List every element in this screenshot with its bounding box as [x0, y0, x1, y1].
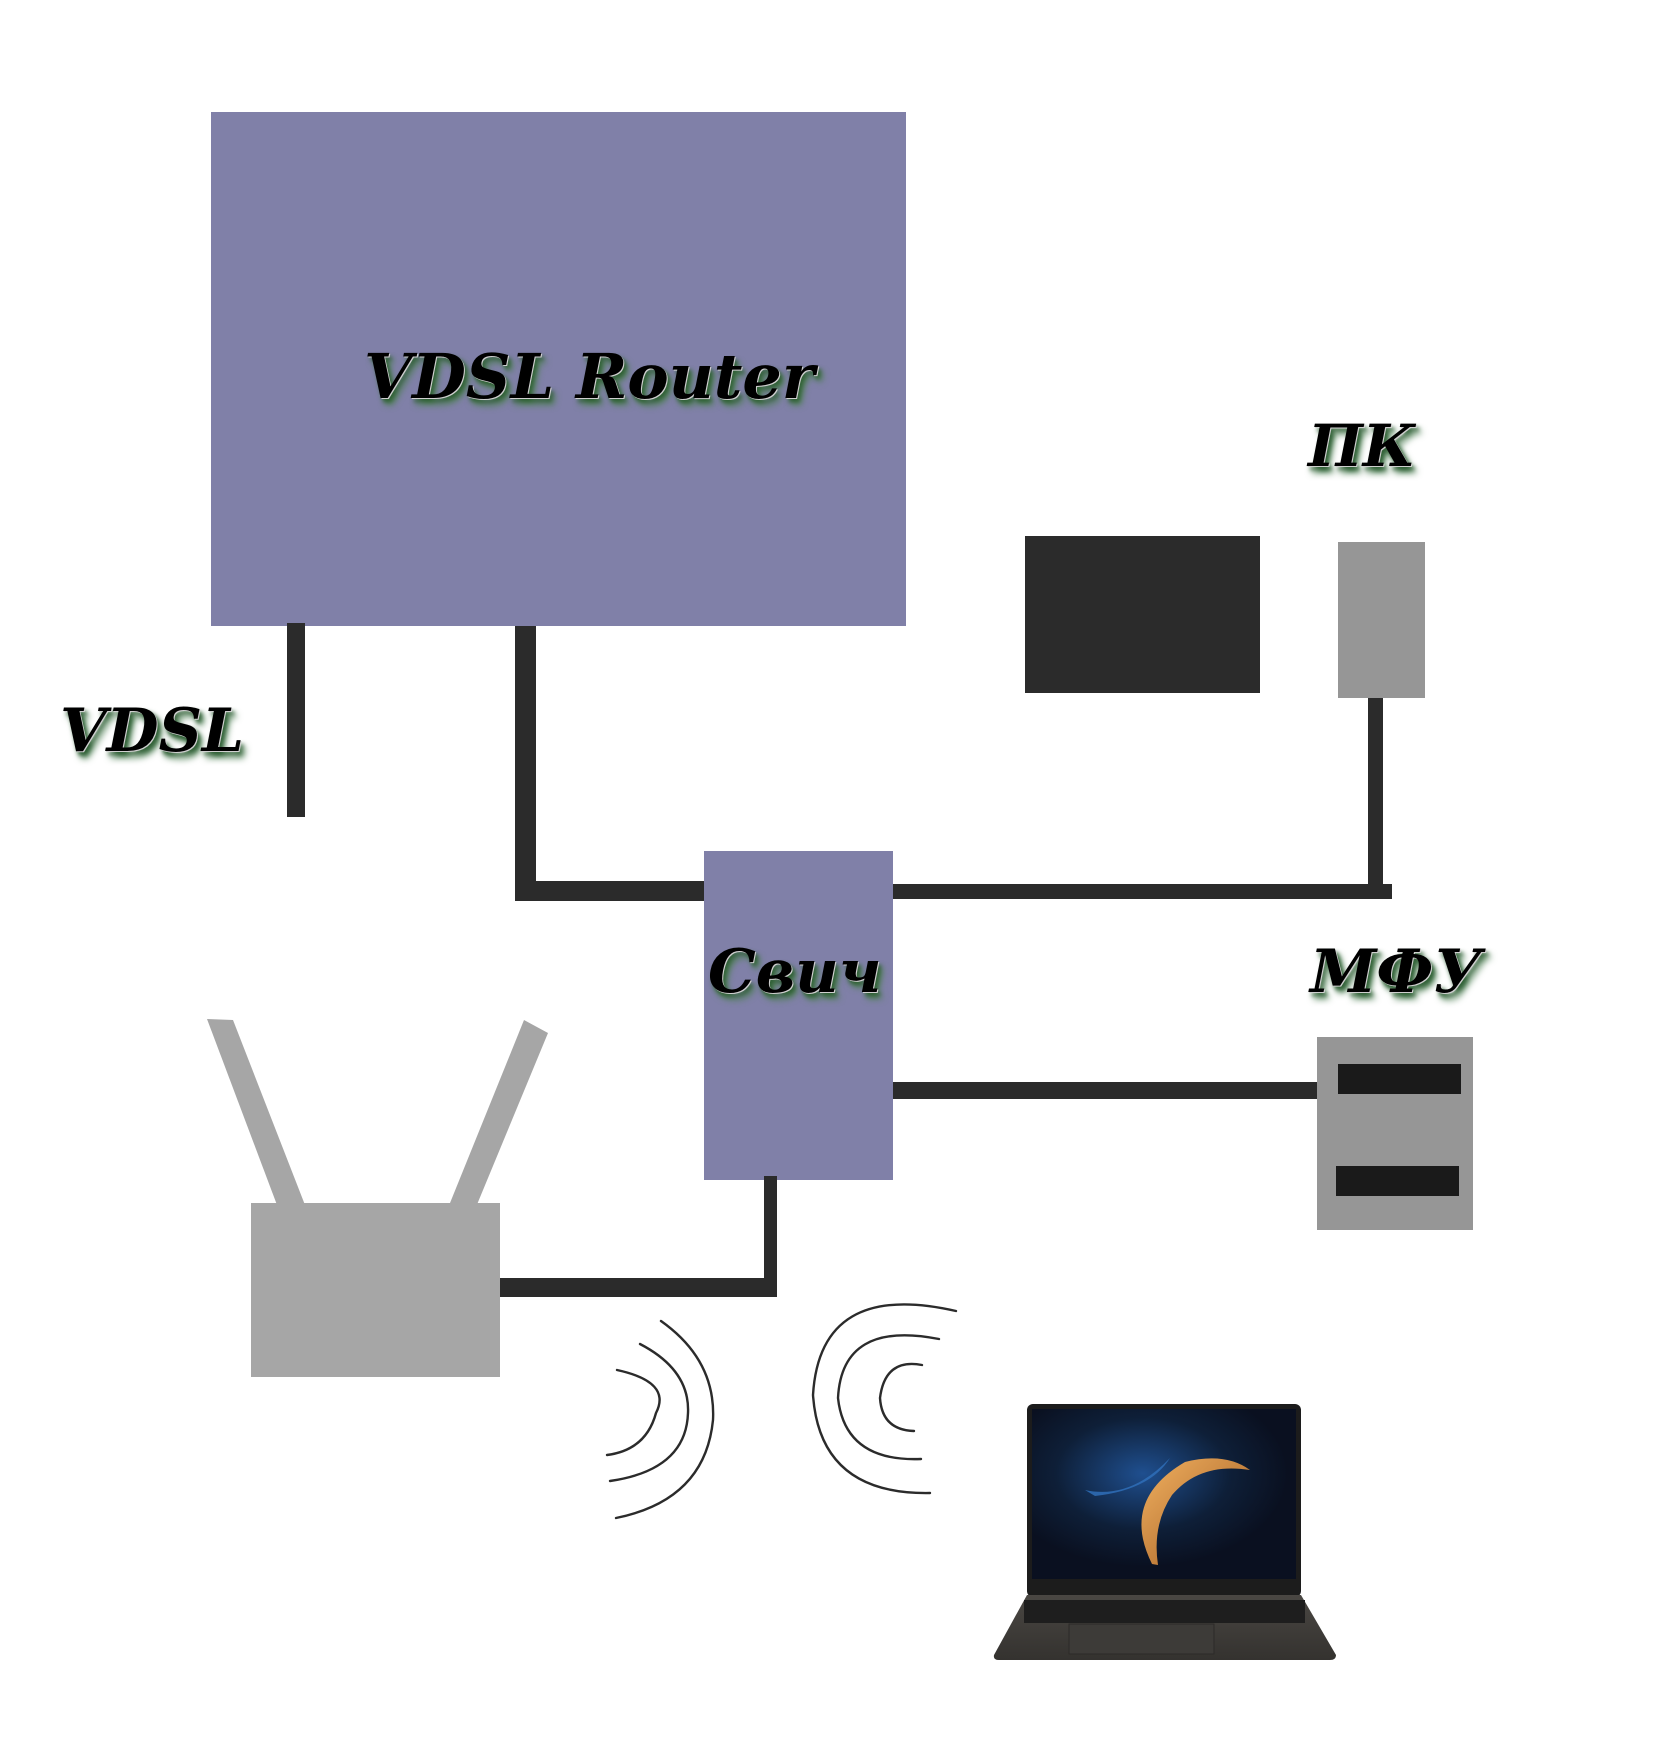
laptop-wallpaper-orange-arc — [1141, 1458, 1250, 1565]
mfu-paper-slot-bottom — [1336, 1166, 1459, 1196]
switch-box — [704, 851, 893, 1180]
wifi-signal-arc-right-middle — [836, 1334, 941, 1461]
mfu-printer-icon — [1317, 1037, 1473, 1230]
wifi-antenna-left-icon — [207, 1019, 305, 1205]
pc-label: ПК — [1308, 412, 1416, 480]
vdsl-router-label: VDSL Router — [364, 340, 815, 413]
wifi-signal-arc-left-middle — [608, 1342, 690, 1483]
wifi-signal-arc-right-inner — [878, 1362, 924, 1433]
pc-tower-icon — [1338, 542, 1425, 698]
switch-wifi-cable-vertical — [764, 1176, 777, 1297]
switch-wifi-cable-horizontal — [500, 1278, 777, 1297]
wifi-router-body-icon — [251, 1203, 500, 1377]
laptop-wallpaper-blue-swoosh — [1085, 1458, 1170, 1496]
router-switch-cable-horizontal — [515, 881, 705, 901]
laptop-touchpad — [1068, 1623, 1215, 1655]
switch-pc-cable-horizontal — [893, 884, 1392, 899]
vdsl-router-box — [211, 112, 906, 626]
switch-pc-cable-vertical — [1368, 695, 1383, 899]
wifi-signal-arc-left-inner — [605, 1368, 661, 1457]
laptop-icon — [993, 1404, 1336, 1660]
monitor-icon — [1025, 536, 1260, 693]
router-switch-cable-vertical — [515, 626, 536, 899]
vdsl-cable — [287, 623, 305, 817]
laptop-keyboard — [1024, 1600, 1305, 1623]
vdsl-label: VDSL — [60, 696, 245, 766]
wifi-signal-arc-left-outer — [614, 1319, 715, 1520]
mfu-label: МФУ — [1310, 937, 1483, 1007]
switch-label: Свич — [708, 937, 882, 1007]
wifi-signal-arc-right-outer — [811, 1303, 958, 1495]
wifi-antenna-right-icon — [450, 1020, 548, 1207]
switch-mfu-cable — [893, 1082, 1317, 1099]
mfu-paper-slot-top — [1338, 1064, 1461, 1094]
